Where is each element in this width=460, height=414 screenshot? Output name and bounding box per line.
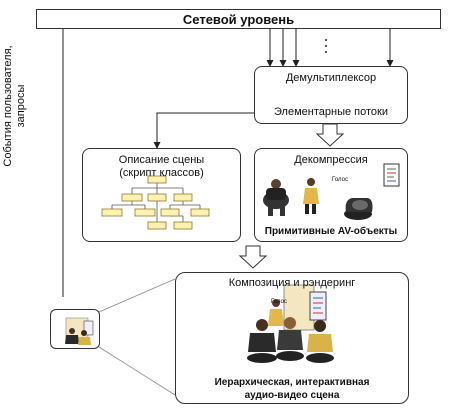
to-composition-hollow-arrow: [238, 245, 268, 269]
demux-label: Демультиплексор: [285, 72, 377, 84]
scene-caption-line2: аудио-видео сцена: [244, 390, 340, 401]
tree-node: [101, 208, 123, 217]
composition-box: Композиция и рэндеринг Голос Иерархическ…: [175, 272, 409, 404]
composition-title: Композиция и рэндеринг: [228, 277, 356, 289]
tree-node: [134, 208, 156, 217]
primitive-av-objects-label: Примитивные AV-объекты: [264, 226, 398, 237]
zoom-lines: [98, 278, 176, 396]
composition-voice-label: Голос: [271, 299, 287, 305]
decomp-slide-image: [383, 163, 400, 187]
network-dots: [325, 39, 327, 53]
tree-node: [160, 208, 180, 217]
thumbnail-box: [50, 309, 100, 349]
tree-node: [121, 193, 143, 202]
network-to-demux-arrows: [266, 29, 394, 67]
demux-to-scene-arrow: [153, 112, 254, 149]
scene-description-subtitle: (скрипт классов): [119, 167, 204, 179]
tree-node: [173, 221, 193, 230]
decomp-chair-image: [344, 198, 373, 220]
demux-to-decomp-hollow-arrow: [315, 123, 345, 147]
decompression-title: Декомпрессия: [294, 154, 368, 166]
scene-tree-nodes: [101, 175, 210, 230]
decomp-voice-label: Голос: [332, 177, 348, 183]
network-level-label: Сетевой уровень: [182, 12, 295, 27]
thumbnail-scene-image: [65, 317, 94, 345]
elementary-streams-label: Элементарные потоки: [274, 106, 388, 118]
scene-tree-edges: [111, 183, 201, 222]
scene-description-box: Описание сцены (скрипт классов): [82, 148, 241, 242]
user-events-label: События пользователя, запросы: [2, 45, 27, 167]
scene-caption-line1: Иерархическая, интерактивная: [214, 377, 370, 388]
tree-node: [147, 193, 167, 202]
tree-node: [190, 208, 210, 217]
composition-scene-image: [247, 284, 334, 363]
demux-box: [254, 66, 408, 124]
tree-node: [147, 175, 167, 184]
scene-description-title: Описание сцены: [118, 154, 205, 166]
decomp-presenter-image: [303, 178, 319, 214]
decomp-seated-person-image: [263, 179, 289, 216]
tree-node: [173, 193, 193, 202]
tree-node: [147, 221, 167, 230]
network-level-box: Сетевой уровень: [36, 9, 441, 29]
decompression-box: Декомпрессия Голос Примитивные AV-объект…: [254, 148, 408, 242]
